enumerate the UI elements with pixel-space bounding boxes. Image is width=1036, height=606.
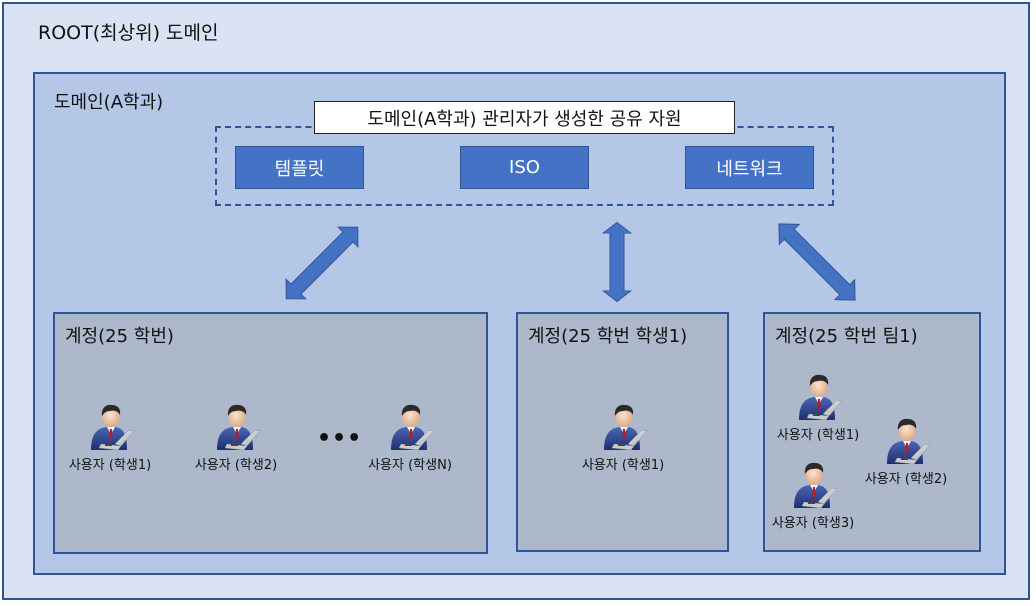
resource-iso: ISO — [460, 146, 589, 189]
domain-title: 도메인(A학과) — [54, 92, 164, 113]
account-title: 계정(25 학번 팀1) — [775, 326, 918, 347]
resource-template: 템플릿 — [235, 146, 364, 189]
user-laptop-icon — [604, 404, 648, 451]
user-item: 사용자 (학생1) — [763, 370, 873, 443]
user-item: 사용자 (학생1) — [568, 400, 678, 473]
arrow-center-vertical — [602, 221, 632, 303]
root-domain-title: ROOT(최상위) 도메인 — [38, 22, 219, 44]
user-item: 사용자 (학생3) — [758, 458, 868, 531]
user-laptop-icon — [217, 404, 261, 451]
account-25-batch-team1: 계정(25 학번 팀1) 사용자 (학생1) — [763, 312, 981, 552]
account-title: 계정(25 학번 학생1) — [528, 326, 688, 347]
user-laptop-icon — [799, 374, 843, 421]
user-label: 사용자 (학생1) — [68, 458, 152, 473]
user-item: 사용자 (학생1) — [55, 400, 165, 473]
user-laptop-icon — [794, 462, 838, 509]
account-25-batch-student1: 계정(25 학번 학생1) 사용자 (학생1) — [516, 312, 729, 552]
user-label: 사용자 (학생2) — [864, 472, 948, 487]
user-item: 사용자 (학생N) — [355, 400, 465, 473]
user-item: 사용자 (학생2) — [851, 414, 961, 487]
arrow-right-diagonal — [768, 213, 866, 311]
resource-network: 네트워크 — [685, 146, 814, 189]
arrow-left-diagonal — [275, 216, 369, 310]
user-label: 사용자 (학생1) — [581, 458, 665, 473]
user-laptop-icon — [887, 418, 931, 465]
account-25-batch: 계정(25 학번) 사용자 (학생1) — [53, 312, 488, 554]
user-laptop-icon — [391, 404, 435, 451]
user-laptop-icon — [91, 404, 135, 451]
ellipsis: ••• — [317, 426, 363, 451]
user-label: 사용자 (학생N) — [368, 458, 452, 473]
user-label: 사용자 (학생2) — [194, 458, 278, 473]
user-label: 사용자 (학생3) — [771, 516, 855, 531]
user-label: 사용자 (학생1) — [776, 428, 860, 443]
shared-resources-label: 도메인(A학과) 관리자가 생성한 공유 자원 — [314, 101, 735, 134]
user-item: 사용자 (학생2) — [181, 400, 291, 473]
account-title: 계정(25 학번) — [65, 326, 174, 347]
